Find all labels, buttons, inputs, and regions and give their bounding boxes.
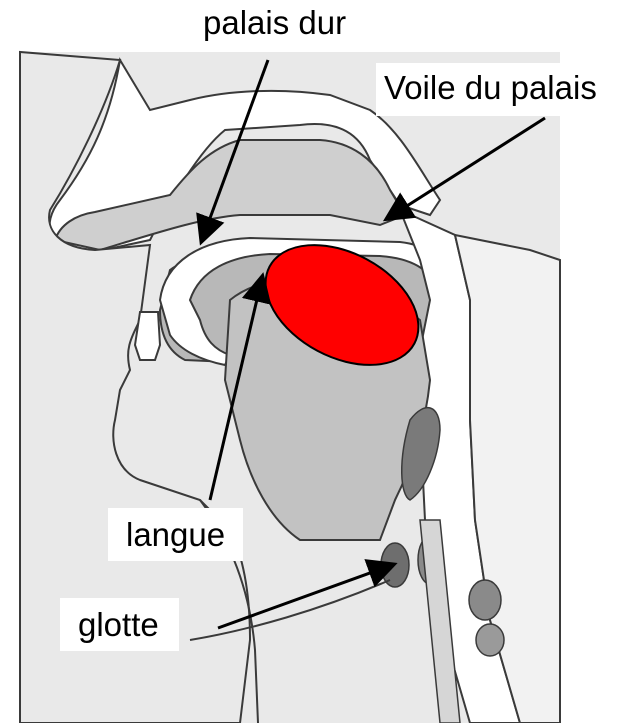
larynx-left (381, 543, 409, 587)
trachea-ring-2 (476, 624, 504, 656)
label-glottis: glotte (60, 598, 179, 651)
trachea-ring-1 (469, 580, 501, 620)
label-hard-palate: palais dur (203, 6, 346, 39)
label-tongue: langue (108, 508, 243, 561)
label-soft-palate: Voile du palais (376, 63, 605, 116)
teeth (135, 312, 160, 360)
